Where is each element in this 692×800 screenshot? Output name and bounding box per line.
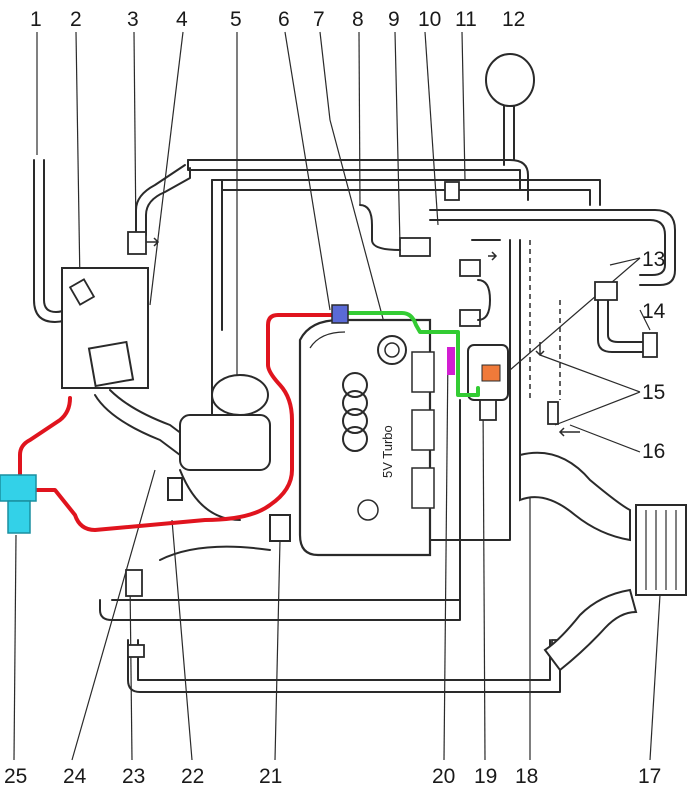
callout-24: 24 [63, 765, 87, 788]
callout-5: 5 [230, 8, 242, 31]
callout-17: 17 [638, 765, 661, 788]
blue-fitting [331, 304, 349, 324]
callout-1: 1 [30, 8, 42, 31]
callout-15: 15 [642, 381, 665, 404]
callout-8: 8 [352, 8, 364, 31]
orange-valve [481, 364, 501, 382]
callout-21: 21 [259, 765, 282, 788]
callout-6: 6 [278, 8, 290, 31]
highlighted-lines [0, 304, 501, 534]
vacuum-hoses [33, 159, 676, 693]
engine-cover-label: 5V Turbo [380, 425, 395, 478]
leader-lines [13, 31, 661, 761]
callout-13: 13 [642, 248, 665, 271]
turbocharger-assembly [159, 374, 291, 561]
control-line-green [346, 311, 480, 397]
callout-9: 9 [388, 8, 400, 31]
callouts-bottom: 25 24 23 22 21 20 19 18 17 [4, 765, 661, 788]
callout-10: 10 [418, 8, 441, 31]
callout-4: 4 [176, 8, 188, 31]
magenta-line [447, 347, 455, 375]
callout-12: 12 [502, 8, 525, 31]
callout-22: 22 [181, 765, 204, 788]
intercooler [519, 451, 687, 672]
callout-14: 14 [642, 300, 666, 323]
vacuum-reservoir [485, 53, 535, 166]
flow-arrow-icons [146, 237, 580, 437]
callout-20: 20 [432, 765, 455, 788]
callout-18: 18 [515, 765, 538, 788]
callout-19: 19 [474, 765, 497, 788]
callouts-right: 13 14 15 16 [642, 248, 666, 463]
callout-16: 16 [642, 440, 665, 463]
callout-3: 3 [127, 8, 139, 31]
cyan-pressure-component [0, 474, 37, 534]
callout-2: 2 [70, 8, 82, 31]
engine-cover: 5V Turbo [298, 318, 435, 557]
boost-line-red [18, 313, 337, 532]
hose-fittings [68, 181, 658, 658]
n75-valve-cluster [467, 344, 509, 421]
callouts-top: 1 2 3 4 5 6 7 8 9 10 11 12 [30, 8, 525, 31]
callout-25: 25 [4, 765, 27, 788]
callout-11: 11 [455, 8, 477, 31]
callout-7: 7 [313, 8, 325, 31]
callout-23: 23 [122, 765, 145, 788]
